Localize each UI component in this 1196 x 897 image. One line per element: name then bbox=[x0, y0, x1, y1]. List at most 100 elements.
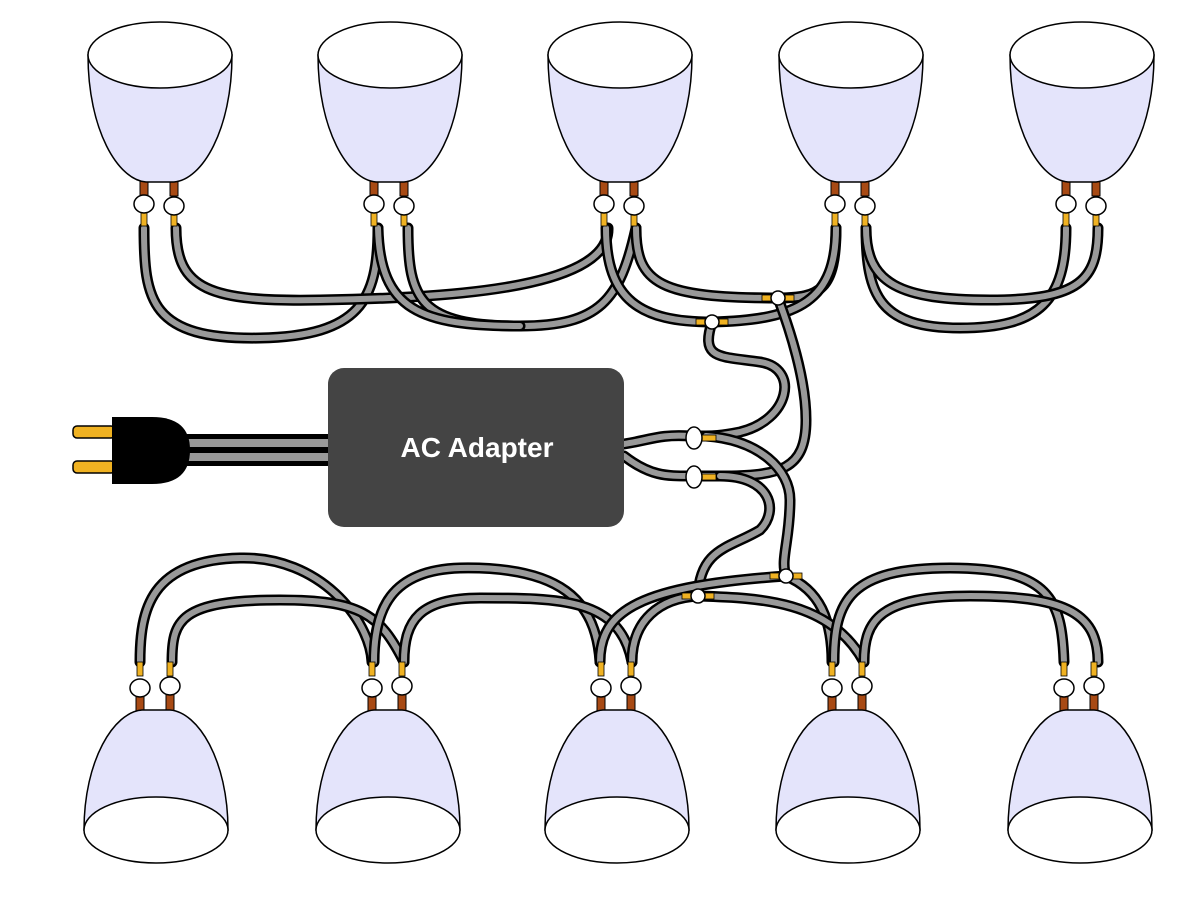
connector-gold-band bbox=[627, 661, 635, 677]
connector-nut bbox=[1083, 676, 1105, 696]
top-lamp-2 bbox=[317, 21, 463, 227]
plug-body bbox=[112, 417, 190, 484]
power-plug bbox=[72, 417, 190, 484]
connector-gold-band bbox=[1062, 211, 1070, 227]
main-power-cord bbox=[180, 434, 330, 466]
connector-gold-band bbox=[828, 661, 836, 677]
wire-splices bbox=[681, 290, 803, 604]
wire-top-drop-a bbox=[700, 316, 791, 442]
connector-nut bbox=[159, 676, 181, 696]
wire-bot-drop-b bbox=[700, 430, 796, 582]
wire-bot-a1 bbox=[134, 552, 378, 668]
connector-nut bbox=[851, 676, 873, 696]
connector-gold-band bbox=[831, 211, 839, 227]
ac-adapter: AC Adapter bbox=[328, 368, 624, 527]
wire-bot-a3 bbox=[594, 570, 792, 668]
connector-nut bbox=[133, 194, 155, 214]
wire-bot-a5 bbox=[828, 562, 1070, 668]
lamp-shade bbox=[315, 709, 461, 831]
connector-gold-band bbox=[1060, 661, 1068, 677]
lamp-shade bbox=[547, 54, 693, 183]
lamp-opening bbox=[87, 21, 233, 89]
lamp-opening bbox=[1007, 796, 1153, 864]
lamp-opening bbox=[315, 796, 461, 864]
splice-top-a bbox=[695, 314, 729, 330]
connector-gold-band bbox=[368, 661, 376, 677]
wire-top-b1 bbox=[170, 222, 614, 306]
bottom-lamp-2 bbox=[315, 661, 461, 864]
connector-nut bbox=[623, 196, 645, 216]
lamp-shade bbox=[87, 54, 233, 183]
lamp-opening bbox=[775, 796, 921, 864]
bottom-lamp-row bbox=[83, 661, 1153, 864]
connector-nut bbox=[590, 678, 612, 698]
connector-nut bbox=[1055, 194, 1077, 214]
adapter-output-nut-1 bbox=[685, 426, 717, 450]
wire-top-b5 bbox=[860, 222, 1104, 306]
lamp-shade bbox=[1007, 709, 1153, 831]
adapter-output-nut-2 bbox=[685, 465, 717, 489]
lamp-opening bbox=[83, 796, 229, 864]
plug-prong-bottom bbox=[72, 460, 116, 474]
top-lamp-5 bbox=[1009, 21, 1155, 227]
wire-top-a2 bbox=[372, 222, 526, 332]
connector-nut bbox=[854, 196, 876, 216]
connector-nut bbox=[361, 678, 383, 698]
wire-top-a4 bbox=[860, 222, 1072, 334]
wire-top-a3 bbox=[600, 222, 718, 328]
connector-gold-band bbox=[858, 661, 866, 677]
splice-bottom-b bbox=[769, 568, 803, 584]
connector-nut bbox=[129, 678, 151, 698]
connector-gold-band bbox=[597, 661, 605, 677]
connector-gold-band bbox=[166, 661, 174, 677]
connector-gold-band bbox=[136, 661, 144, 677]
top-lamp-4 bbox=[778, 21, 924, 227]
lamp-shade bbox=[317, 54, 463, 183]
connector-nut bbox=[363, 194, 385, 214]
lamp-shade bbox=[83, 709, 229, 831]
ac-adapter-body bbox=[328, 368, 624, 527]
connector-nut bbox=[393, 196, 415, 216]
ac-adapter-label: AC Adapter bbox=[401, 432, 554, 463]
wire-bot-b4 bbox=[692, 590, 870, 668]
bottom-lamp-3 bbox=[544, 661, 690, 864]
wire-bot-drop-a bbox=[692, 470, 775, 602]
connector-nut bbox=[1053, 678, 1075, 698]
connector-gold-band bbox=[600, 211, 608, 227]
lamp-opening bbox=[317, 21, 463, 89]
connector-nut bbox=[163, 196, 185, 216]
connector-nut bbox=[1085, 196, 1107, 216]
connector-nut bbox=[824, 194, 846, 214]
splice-bottom-a bbox=[681, 588, 715, 604]
connector-nut bbox=[620, 676, 642, 696]
bottom-lamp-1 bbox=[83, 661, 229, 864]
connector-gold-band bbox=[370, 211, 378, 227]
lamp-shade bbox=[778, 54, 924, 183]
bottom-lamp-4 bbox=[775, 661, 921, 864]
connector-nut bbox=[593, 194, 615, 214]
splice-top-b bbox=[761, 290, 795, 306]
top-lamp-1 bbox=[87, 21, 233, 227]
connector-gold-band bbox=[1090, 661, 1098, 677]
lamp-shade bbox=[775, 709, 921, 831]
plug-prong-top bbox=[72, 425, 116, 439]
wire-top-a5 bbox=[706, 222, 842, 328]
wire-top-drop-b bbox=[714, 292, 812, 482]
wire-top-a1 bbox=[138, 222, 384, 344]
wire-adapter-out-2 bbox=[618, 450, 726, 482]
wire-top-b3 bbox=[630, 222, 784, 304]
lamp-shade bbox=[1009, 54, 1155, 183]
top-lamp-3 bbox=[547, 21, 693, 227]
wire-harness bbox=[134, 222, 1104, 668]
lamp-opening bbox=[547, 21, 693, 89]
connector-gold-band bbox=[140, 211, 148, 227]
lamp-shade bbox=[544, 709, 690, 831]
connector-nut bbox=[821, 678, 843, 698]
connector-nut bbox=[391, 676, 413, 696]
wire-bot-a2 bbox=[368, 562, 606, 668]
connector-gold-band bbox=[398, 661, 406, 677]
bottom-lamp-5 bbox=[1007, 661, 1153, 864]
lamp-opening bbox=[778, 21, 924, 89]
lamp-opening bbox=[1009, 21, 1155, 89]
